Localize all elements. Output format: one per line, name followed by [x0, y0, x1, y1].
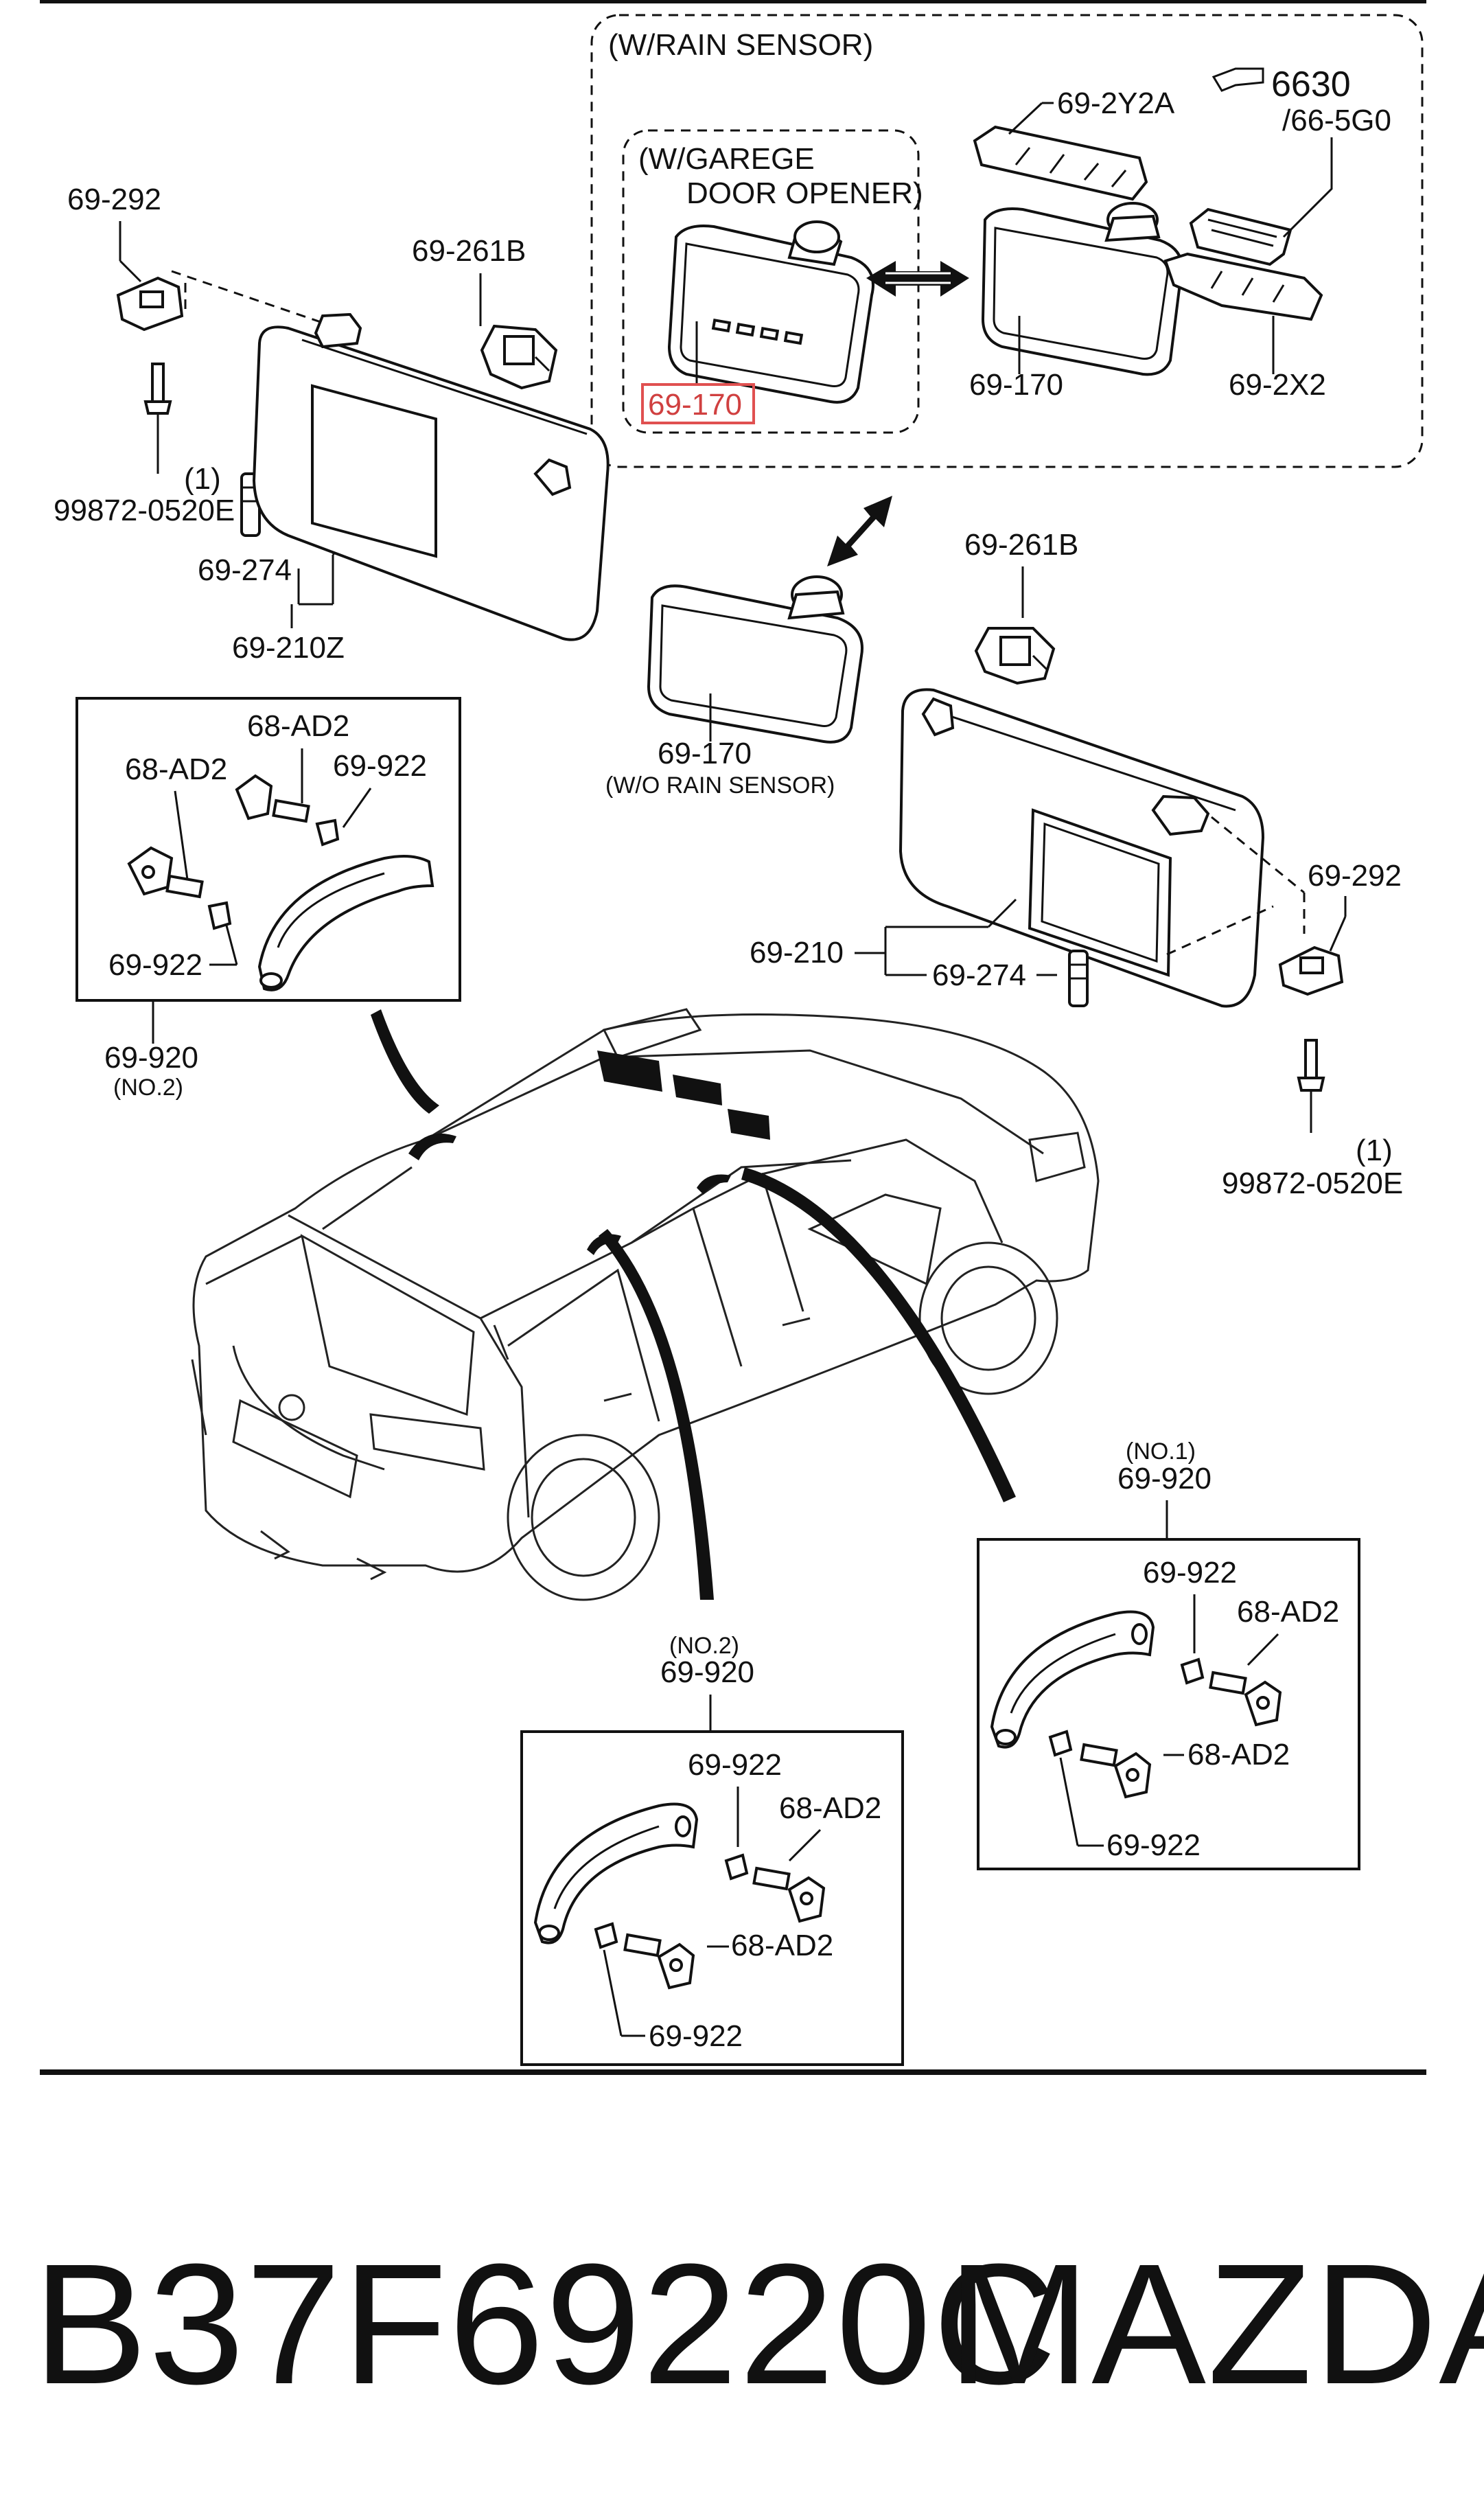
- grab-handle-left-box: [257, 855, 434, 991]
- left-922-bottom-label: 69-922: [108, 948, 202, 982]
- label-69-2y2a: 69-2Y2A: [1057, 87, 1175, 120]
- label-69-170-highlight: 69-170: [648, 388, 742, 422]
- roof-panel-2: [673, 1075, 722, 1105]
- roof-panel-1: [597, 1051, 662, 1092]
- right-ad2-bottom-label: 68-AD2: [1187, 1738, 1290, 1771]
- handle-box-right: [977, 1538, 1360, 1870]
- rain-sensor-module: [1189, 207, 1292, 266]
- handle-box-center: [520, 1730, 904, 2066]
- visor-holder-mid: [974, 627, 1056, 685]
- center-922-top-label: 69-922: [688, 1748, 782, 1782]
- car-handle-front: [697, 1174, 731, 1195]
- footer-part-number: B37F69220C: [33, 2228, 1058, 2420]
- double-arrow-icon: [866, 261, 969, 297]
- garage-opener-group-box: [622, 129, 920, 434]
- screw-right: [1297, 1039, 1325, 1092]
- label-69-292-left: 69-292: [67, 183, 161, 216]
- clip-center-box-a: [724, 1853, 826, 1923]
- highlight-box-69-170: [641, 383, 755, 424]
- cover-69-2y2a: [973, 125, 1148, 201]
- left-ad2-left-label: 68-AD2: [125, 753, 227, 786]
- center-922-bottom-label: 69-922: [649, 2019, 743, 2053]
- right-922-top-label: 69-922: [1143, 1556, 1237, 1589]
- label-69-170-wo: 69-170: [658, 737, 752, 770]
- clip-left-box-a: [235, 774, 340, 847]
- label-69-261b-top: 69-261B: [412, 234, 526, 268]
- label-69-210: 69-210: [750, 936, 844, 969]
- callout-center: [599, 1229, 714, 1600]
- clip-left-box-b: [127, 846, 232, 930]
- handle-box-left: [76, 697, 461, 1002]
- left-ad2-top-label: 68-AD2: [247, 709, 349, 743]
- visor-holder-top: [480, 324, 558, 390]
- sun-visor-right: [898, 688, 1265, 1008]
- left-box-part-label: 69-920: [104, 1041, 198, 1075]
- clip-right-box-a: [1180, 1657, 1282, 1727]
- sun-visor-left: [252, 312, 610, 641]
- center-ad2-bottom-label: 68-AD2: [731, 1929, 833, 1962]
- label-66-5g0: /66-5G0: [1282, 104, 1391, 137]
- garage-opener-label-2: DOOR OPENER): [686, 176, 923, 210]
- double-arrow-2-icon: [827, 496, 892, 566]
- visor-clip-left: [116, 276, 184, 332]
- rain-sensor-group-box: [590, 14, 1424, 468]
- center-ad2-top-label: 68-AD2: [779, 1791, 881, 1825]
- car-handle-rear: [408, 1133, 456, 1160]
- mirror-garage-opener: [667, 220, 874, 404]
- right-box-note-label: (NO.1): [1126, 1438, 1196, 1465]
- label-69-261b-mid: 69-261B: [964, 528, 1078, 562]
- label-99872-left: 99872-0520E: [54, 494, 235, 527]
- center-box-part-label: 69-920: [660, 1655, 754, 1689]
- label-69-292-right: 69-292: [1308, 859, 1402, 893]
- rain-sensor-group-label: (W/RAIN SENSOR): [608, 28, 873, 62]
- pointing-hand-icon: [1211, 67, 1264, 92]
- callout-left: [371, 1009, 439, 1114]
- garage-opener-label-1: (W/GAREGE: [638, 142, 815, 176]
- callout-right: [741, 1167, 1016, 1502]
- grab-handle-right-box: [990, 1610, 1155, 1749]
- label-69-274-right: 69-274: [932, 959, 1026, 992]
- roof-panel-3: [728, 1109, 770, 1140]
- left-box-note-label: (NO.2): [113, 1075, 183, 1101]
- mirror-wo-rain-sensor: [647, 575, 863, 744]
- right-922-bottom-label: 69-922: [1106, 1828, 1201, 1862]
- clip-center-box-b: [594, 1922, 695, 1990]
- label-qty-left: (1): [184, 462, 221, 496]
- visor-clip-right: [1278, 945, 1344, 996]
- clip-right-box-b: [1048, 1730, 1152, 1799]
- center-box-note-label: (NO.2): [669, 1633, 739, 1659]
- right-ad2-top-label: 68-AD2: [1237, 1595, 1339, 1629]
- label-wo-rain-sensor: (W/O RAIN SENSOR): [605, 772, 835, 799]
- label-qty-right: (1): [1356, 1134, 1393, 1167]
- mirror-rain-sensor: [981, 202, 1183, 376]
- screw-left: [143, 363, 172, 415]
- footer-brand: MAZDA: [947, 2228, 1484, 2420]
- label-6630: 6630: [1271, 65, 1351, 104]
- label-69-210z: 69-210Z: [232, 631, 345, 665]
- label-99872-right: 99872-0520E: [1222, 1167, 1403, 1200]
- grab-handle-center-box: [533, 1802, 699, 1944]
- visor-pin-right: [1068, 950, 1089, 1007]
- label-69-274-left: 69-274: [198, 553, 292, 587]
- label-69-2x2: 69-2X2: [1229, 368, 1326, 402]
- car-illustration: [191, 1008, 1100, 1601]
- label-69-170-rain: 69-170: [969, 368, 1063, 402]
- cover-69-2x2: [1163, 252, 1323, 321]
- left-922-top-label: 69-922: [333, 749, 427, 783]
- right-box-part-label: 69-920: [1117, 1462, 1211, 1495]
- top-rule: [40, 0, 1426, 3]
- footer-rule: [40, 2069, 1426, 2075]
